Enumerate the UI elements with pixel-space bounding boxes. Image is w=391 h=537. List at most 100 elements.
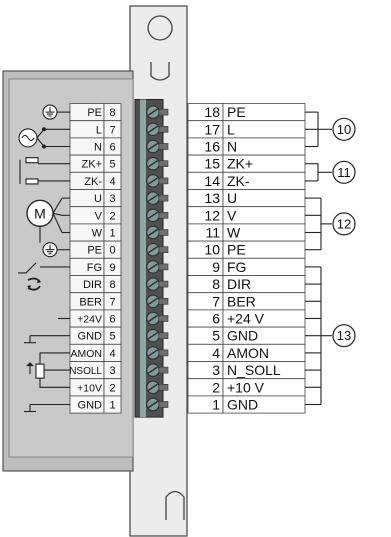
right-terminal-number: 17 [204, 121, 220, 137]
screw-clamp [158, 349, 169, 357]
screw-slot [148, 160, 158, 168]
screw-clamp [158, 108, 169, 116]
right-terminal-number: 16 [204, 139, 220, 155]
left-terminal-label: GND [78, 400, 103, 412]
screw-slot [148, 349, 158, 357]
left-terminal-number: 4 [109, 348, 115, 360]
callout-number: 13 [337, 328, 351, 343]
screw-slot [148, 297, 158, 305]
left-terminal-number: 9 [109, 262, 115, 274]
right-terminal-label: L [227, 121, 235, 137]
left-terminal-label: DIR [83, 279, 102, 291]
right-terminal-label: BER [227, 293, 256, 309]
screw-clamp [158, 229, 169, 236]
potentiometer-icon [26, 352, 70, 388]
right-terminal-label: FG [227, 259, 246, 275]
right-terminal-label: W [227, 225, 241, 241]
left-number-cell [103, 395, 122, 414]
right-terminal-number: 3 [212, 362, 220, 378]
right-terminal-label: DIR [227, 276, 251, 292]
screw-slot [148, 246, 158, 254]
left-terminal-label: PE [87, 107, 102, 119]
screw-slot [148, 383, 158, 391]
callout-number: 10 [337, 122, 351, 137]
screw-slot [148, 125, 158, 133]
left-terminal-label: L [96, 124, 102, 136]
left-terminal-label: FG [87, 262, 102, 274]
right-label-cell [222, 120, 306, 139]
left-terminal-number: 2 [109, 382, 115, 394]
left-terminal-number: 8 [109, 279, 115, 291]
left-terminal-number: 2 [109, 210, 115, 222]
screw-clamp [158, 143, 169, 150]
right-terminal-label: AMON [227, 345, 269, 361]
right-terminal-label: PE [227, 104, 246, 120]
left-terminal-number: 3 [109, 193, 115, 205]
left-terminal-label: +24V [77, 314, 102, 326]
dc-link-icon [19, 157, 70, 185]
right-terminal-label: ZK+ [227, 156, 253, 172]
switch-icon [18, 262, 70, 274]
screw-clamp [158, 315, 169, 322]
pot-lead [39, 378, 70, 388]
screw-slot [148, 314, 158, 323]
screw-clamp [158, 160, 169, 167]
right-terminal-label: U [227, 190, 237, 206]
motor-letter: M [34, 205, 46, 221]
callout-circle [332, 160, 356, 184]
left-terminal-number: 1 [109, 400, 115, 412]
right-terminal-number: 11 [205, 225, 220, 241]
callout-circle [332, 212, 356, 236]
left-terminal-number: 3 [109, 365, 115, 377]
screw-clamp [158, 194, 169, 202]
right-terminal-number: 7 [212, 293, 220, 309]
right-terminal-label: N [227, 139, 237, 155]
right-terminal-label: +10 V [227, 379, 265, 395]
right-terminal-number: 6 [212, 311, 220, 327]
right-terminal-number: 2 [212, 379, 220, 395]
right-terminal-label: N_SOLL [227, 362, 281, 378]
screw-clamp [158, 401, 169, 408]
right-terminal-label: +24 V [227, 311, 265, 327]
left-terminal-label: NSOLL [69, 366, 102, 377]
screw-clamp [158, 126, 169, 133]
screw-slot [148, 366, 158, 374]
screw-clamp [158, 383, 169, 391]
screw-clamp [158, 212, 169, 219]
screw-slot [148, 228, 158, 237]
left-terminal-label: U [94, 193, 102, 205]
right-terminal-number: 15 [204, 156, 220, 172]
left-terminal-label: AMON [71, 348, 103, 360]
screw-slot [148, 400, 158, 409]
left-terminal-number: 5 [109, 331, 115, 343]
right-terminal-number: 1 [212, 397, 220, 413]
screw-clamp [158, 297, 169, 305]
ac-source-icon [18, 127, 70, 149]
ground-icon [42, 104, 58, 120]
left-terminal-number: 6 [109, 142, 115, 154]
left-terminal-label: PE [87, 245, 102, 257]
right-terminal-number: 5 [212, 328, 220, 344]
pot-arrow [26, 362, 34, 367]
right-terminal-number: 12 [204, 207, 220, 223]
left-terminal-number: 5 [109, 159, 115, 171]
left-terminal-label: ZK- [84, 176, 102, 188]
callout-circle [332, 117, 356, 141]
keyhole-top [147, 15, 173, 41]
screw-terminal-strip [134, 99, 169, 418]
right-terminal-number: 8 [212, 276, 220, 292]
left-terminal-number: 8 [109, 107, 115, 119]
left-terminal-number: 6 [109, 314, 115, 326]
left-terminal-number: 4 [109, 176, 115, 188]
slot-bottom [165, 490, 185, 520]
screw-slot [148, 108, 158, 116]
screw-strip-edge [140, 99, 146, 418]
screw-slot [148, 177, 158, 185]
screw-slot [148, 194, 158, 202]
right-terminal-label: GND [227, 397, 258, 413]
keyhole-top-slot [150, 62, 170, 81]
